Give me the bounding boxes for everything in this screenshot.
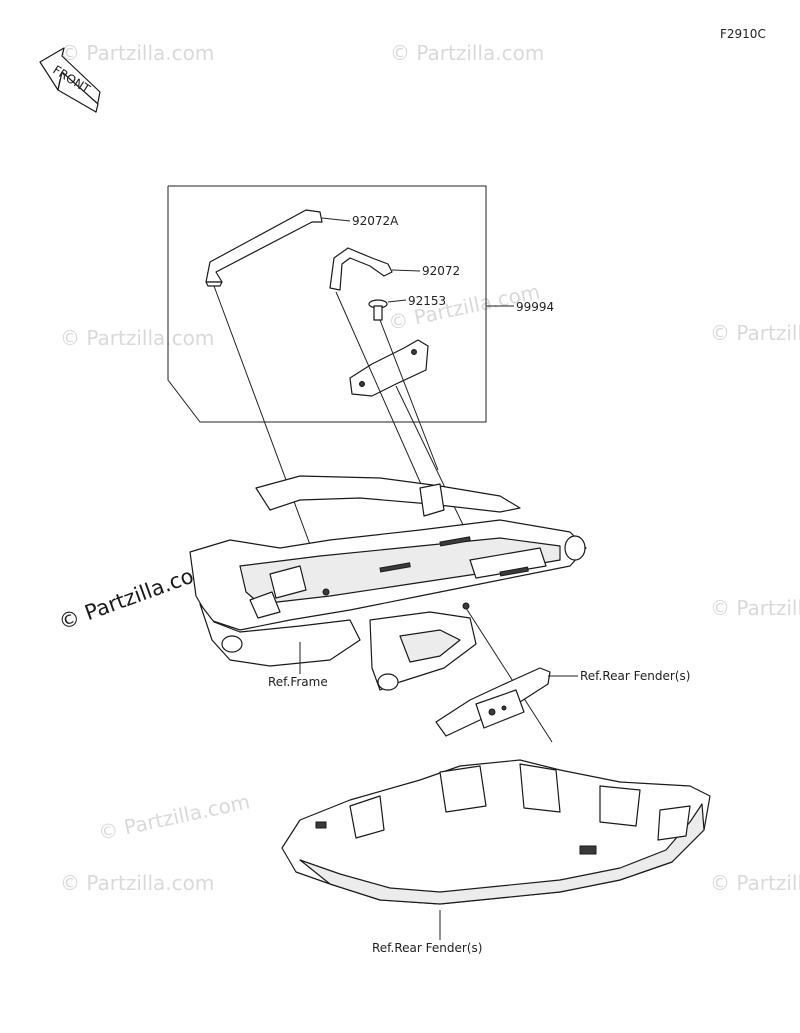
callout-92072: 92072 [422,264,460,278]
callout-99994: 99994 [516,300,554,314]
ref-frame-label: Ref.Frame [268,675,328,689]
figure-code: F2910C [720,27,766,41]
kit-group-box [167,185,487,423]
watermark: © Partzilla.com [710,596,800,620]
front-arrow-icon: FRONT [39,47,101,113]
ref-rear-fender-upper-label: Ref.Rear Fender(s) [580,669,690,683]
callout-92072a: 92072A [352,214,399,228]
watermark: © Partzilla.com [390,41,544,65]
rear-fender-bracket [435,667,551,737]
watermark: © Partzilla.com [710,321,800,345]
watermark: © Partzilla.com [60,41,214,65]
kit-mount-plate [349,339,429,397]
callout-92153: 92153 [408,294,446,308]
watermark: © Partzilla.com [60,326,214,350]
part-92072: 92072 [329,247,460,291]
rear-fender [281,759,711,905]
watermark: © Partzilla.com [96,789,252,845]
part-92072a: 92072A [205,209,399,287]
watermark: © Partzilla.com [710,871,800,895]
frame-assembly [189,475,587,691]
watermark: © Partzilla.com [60,871,214,895]
ref-rear-fender-lower-label: Ref.Rear Fender(s) [372,941,482,955]
part-92153: 92153 [368,294,446,321]
watermarks: © Partzilla.com © Partzilla.com © Partzi… [56,41,800,895]
